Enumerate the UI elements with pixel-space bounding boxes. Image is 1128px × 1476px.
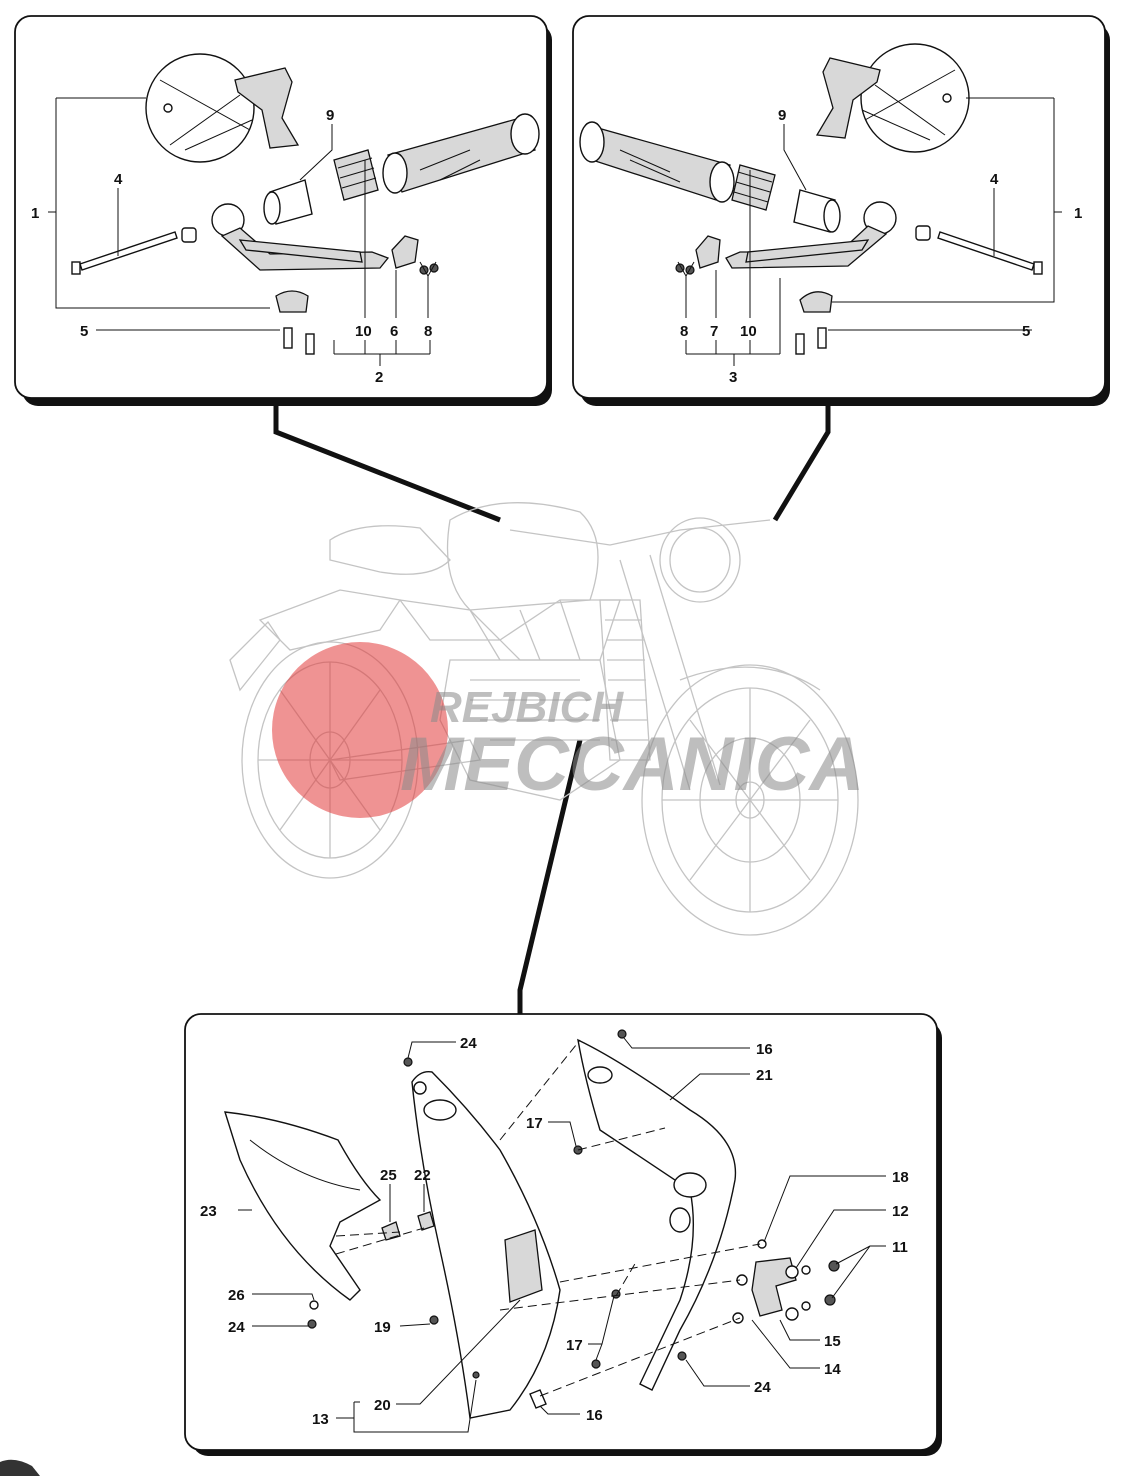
screw-17-low [591,1359,601,1369]
screw-25 [381,1221,401,1241]
side-panel [411,1071,561,1419]
watermark-line2: MECCANICA [400,722,864,807]
left-handlebar-panel: 1 4 5 9 10 6 8 2 [14,15,552,406]
callout-26: 26 [228,1287,245,1304]
screw-24-bottom [677,1351,687,1361]
callout-13: 13 [312,1411,329,1428]
bar-end-weight-right [793,189,841,233]
callout-1-left: 1 [31,205,39,222]
callout-9-left: 9 [326,107,334,124]
screw-24-left [307,1319,317,1329]
clamp-left [275,290,309,313]
callout-4-left: 4 [114,171,123,188]
callout-8-right: 8 [680,323,688,340]
callout-17-top: 17 [526,1115,543,1132]
washer-26 [309,1300,319,1310]
fairing-21 [577,1038,737,1391]
screw-clamp-left-a [283,327,293,349]
grip-left [382,113,540,194]
motorcycle-illustration [229,502,859,936]
callout-18: 18 [892,1169,909,1186]
callout-24-left: 24 [228,1319,245,1336]
clip-22 [417,1211,435,1231]
callout-24-top: 24 [460,1035,477,1052]
callout-7-right: 7 [710,323,718,340]
callout-5-left: 5 [80,323,88,340]
connector-lines [273,404,831,1016]
screw-16-top [617,1029,627,1039]
callout-17-bottom: 17 [566,1337,583,1354]
bracket-right [695,235,721,269]
mounting-plate [751,1257,797,1317]
callout-22: 22 [414,1167,431,1184]
callout-2-left: 2 [375,369,383,386]
bolt-long-left [71,231,178,275]
bushing-16 [529,1389,547,1409]
sleeve-left [333,149,379,201]
callout-24-bottom: 24 [754,1379,771,1396]
watermark-line1: REJBICH [430,683,624,732]
corner-mark [0,1459,40,1476]
lever-guard-left [181,203,390,271]
grip-right [579,121,735,203]
callout-11: 11 [892,1239,908,1256]
callout-23: 23 [200,1203,217,1220]
callout-20: 20 [374,1397,391,1414]
grommet-a [785,1265,799,1279]
callout-1-right: 1 [1074,205,1082,222]
screw-clamp-left-b [305,333,315,355]
side-panel-fairing-panel: 24 16 21 17 18 12 11 15 14 24 16 17 23 2… [184,1013,942,1456]
callout-16-top: 16 [756,1041,773,1058]
callout-10-left: 10 [355,323,372,340]
side-cover [224,1111,382,1301]
callout-15: 15 [824,1333,841,1350]
callout-25: 25 [380,1167,397,1184]
mirror-right [815,43,970,153]
callout-10-right: 10 [740,323,757,340]
callout-8-left: 8 [424,323,432,340]
decal-20 [504,1229,543,1303]
callout-21: 21 [756,1067,773,1084]
callout-14: 14 [824,1361,841,1378]
bracket-left [391,235,419,269]
screw-clamp-right-a [795,333,805,355]
right-handlebar-panel: 1 4 5 9 10 7 8 3 [572,15,1110,406]
screw-clamp-right-b [817,327,827,349]
callout-19: 19 [374,1319,391,1336]
callout-5-right: 5 [1022,323,1030,340]
callout-9-right: 9 [778,107,786,124]
watermark: REJBICH MECCANICA [272,642,864,818]
lever-guard-right [725,201,931,269]
mirror-left [145,53,300,163]
bolt-long-right [937,231,1043,275]
callout-12: 12 [892,1203,909,1220]
callout-16-bottom: 16 [586,1407,603,1424]
callout-3-right: 3 [729,369,737,386]
callout-6-left: 6 [390,323,398,340]
bar-end-weight-left [263,179,313,225]
clamp-right [799,291,833,313]
callout-4-right: 4 [990,171,999,188]
screw-19 [429,1315,439,1325]
sleeve-right [731,164,776,211]
screw-24-top [403,1057,413,1067]
grommet-b [785,1307,799,1321]
